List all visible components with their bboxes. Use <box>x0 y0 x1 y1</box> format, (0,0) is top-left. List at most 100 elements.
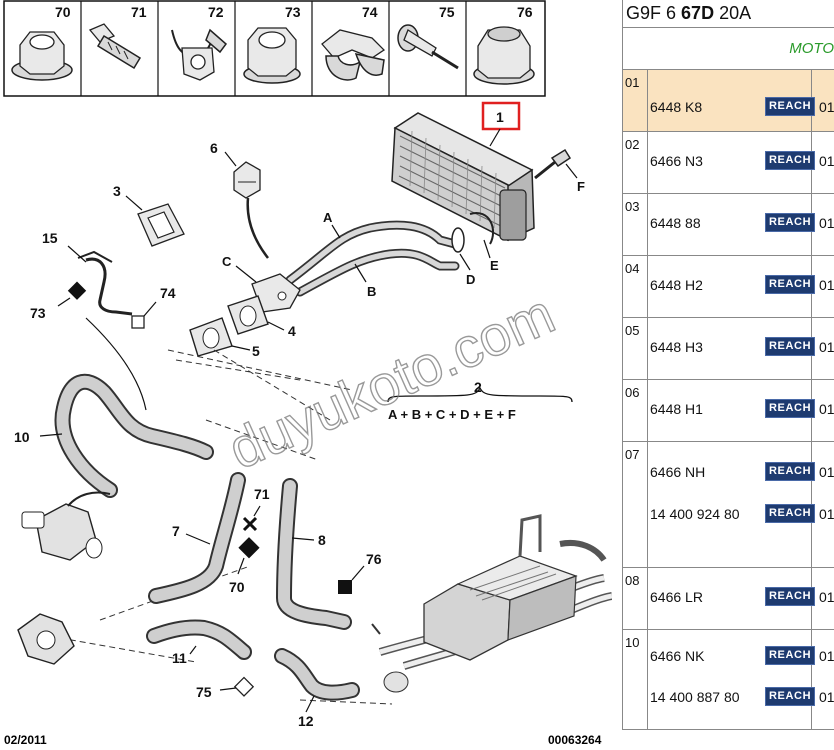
label-75: 75 <box>196 684 212 700</box>
reach-badge[interactable]: REACH <box>765 587 816 606</box>
part-reference[interactable]: 6448 H3 <box>650 339 703 355</box>
thumbnail-76[interactable]: 76 <box>473 4 535 85</box>
thumbnail-75[interactable]: 75 <box>397 4 459 70</box>
part-reference[interactable]: 14 400 924 80 <box>650 506 740 522</box>
thermostat-housing[interactable] <box>17 613 75 665</box>
part-quantity: 01 <box>819 339 834 355</box>
thumbnail-74[interactable]: 74 <box>321 4 386 81</box>
engine-subheader: MOTO <box>622 27 834 70</box>
reach-badge[interactable]: REACH <box>765 151 816 170</box>
fixing-74[interactable]: 74 <box>131 285 176 329</box>
thumbnail-70[interactable]: 70 <box>11 4 73 81</box>
reach-badge[interactable]: REACH <box>765 646 816 665</box>
gasket-4[interactable]: 4 <box>227 295 296 339</box>
hose-10[interactable]: 10 <box>14 373 214 498</box>
fixing-73[interactable]: 73 <box>30 281 87 321</box>
grommet-3[interactable]: 3 <box>113 183 185 247</box>
reach-badge[interactable]: REACH <box>765 687 816 706</box>
thumbnail-label-70: 70 <box>55 4 71 20</box>
reach-badge[interactable]: REACH <box>765 275 816 294</box>
part-quantity: 01 <box>819 589 834 605</box>
thumbnail-label-74: 74 <box>362 4 378 20</box>
fixing-75[interactable]: 75 <box>196 676 255 700</box>
engine-code-bold: 67D <box>681 3 715 23</box>
part-reference[interactable]: 14 400 887 80 <box>650 689 740 705</box>
label-70: 70 <box>229 579 245 595</box>
bracket-clip-icon <box>321 29 386 81</box>
part-reference[interactable]: 6448 88 <box>650 215 701 231</box>
reach-badge[interactable]: REACH <box>765 213 816 232</box>
reach-badge[interactable]: REACH <box>765 504 816 523</box>
parts-row-index: 04 <box>623 256 648 317</box>
label-12: 12 <box>298 713 314 729</box>
part-reference[interactable]: 6466 NH <box>650 464 706 480</box>
label-B: B <box>367 284 376 299</box>
thumbnail-label-73: 73 <box>285 4 301 20</box>
pipe-B[interactable] <box>295 248 460 297</box>
thumbnail-71[interactable]: 71 <box>88 4 147 70</box>
part-reference[interactable]: 6466 LR <box>650 589 703 605</box>
engine-assembly[interactable] <box>371 514 612 693</box>
gasket-5[interactable]: 5 <box>189 317 260 359</box>
hose-12[interactable]: 12 <box>274 648 360 729</box>
callout-1-label: 1 <box>496 109 504 125</box>
reach-badge[interactable]: REACH <box>765 97 816 116</box>
clip-6[interactable]: 6 <box>210 140 269 259</box>
rivet-icon <box>397 24 459 70</box>
part-quantity: 01 <box>819 99 834 115</box>
thumbnail-72[interactable]: 72 <box>171 4 228 81</box>
reach-badge[interactable]: REACH <box>765 462 816 481</box>
callout-1[interactable]: 1 <box>481 101 521 147</box>
parts-row-index: 07 <box>623 442 648 567</box>
thumbnail-strip: 70 71 72 73 <box>3 0 546 97</box>
label-71: 71 <box>254 486 270 502</box>
bracket-15[interactable]: 15 <box>42 230 133 316</box>
seal-E[interactable]: E <box>469 212 499 273</box>
hose-11[interactable]: 11 <box>146 619 252 666</box>
thumbnail-73[interactable]: 73 <box>243 4 301 84</box>
fixing-71[interactable]: 71 <box>242 486 270 532</box>
hose-7[interactable]: 7 <box>148 472 246 604</box>
reach-badge[interactable]: REACH <box>765 399 816 418</box>
part-reference[interactable]: 6466 N3 <box>650 153 703 169</box>
heater-matrix[interactable] <box>391 112 535 242</box>
part-reference[interactable]: 6466 NK <box>650 648 705 664</box>
part-reference[interactable]: 6448 H1 <box>650 401 703 417</box>
hose-8[interactable]: 8 <box>276 478 352 630</box>
label-6: 6 <box>210 140 218 156</box>
part-reference[interactable]: 6448 K8 <box>650 99 703 115</box>
label-F: F <box>577 179 585 194</box>
water-pump[interactable] <box>21 491 111 561</box>
parts-row-index: 01 <box>623 70 648 131</box>
fixing-76[interactable]: 76 <box>338 551 382 594</box>
pipe-A[interactable] <box>285 220 460 285</box>
seal-D[interactable]: D <box>451 227 475 287</box>
fixing-70[interactable]: 70 <box>229 537 260 595</box>
reach-badge[interactable]: REACH <box>765 337 816 356</box>
part-reference[interactable]: 6448 H2 <box>650 277 703 293</box>
flange-C[interactable]: C <box>222 254 301 313</box>
thumbnail-label-72: 72 <box>208 4 224 20</box>
screw-F[interactable]: F <box>534 148 585 194</box>
